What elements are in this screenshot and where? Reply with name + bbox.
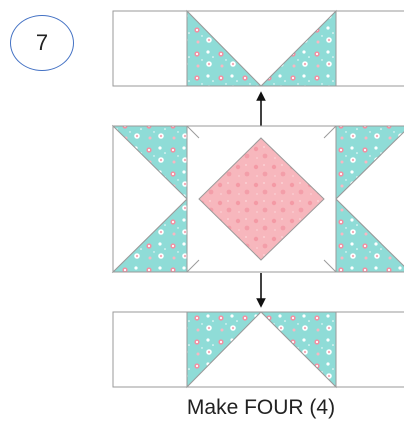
bottom-right-square <box>336 312 404 387</box>
step-number-badge: 7 <box>10 15 74 71</box>
top-row-unit <box>113 11 404 86</box>
top-left-square <box>113 11 187 86</box>
caption: Make FOUR (4) <box>0 396 404 420</box>
bottom-row-unit <box>113 312 404 387</box>
top-right-square <box>336 11 404 86</box>
middle-row-unit <box>113 126 404 272</box>
step-number: 7 <box>36 30 48 56</box>
bottom-left-square <box>113 312 187 387</box>
